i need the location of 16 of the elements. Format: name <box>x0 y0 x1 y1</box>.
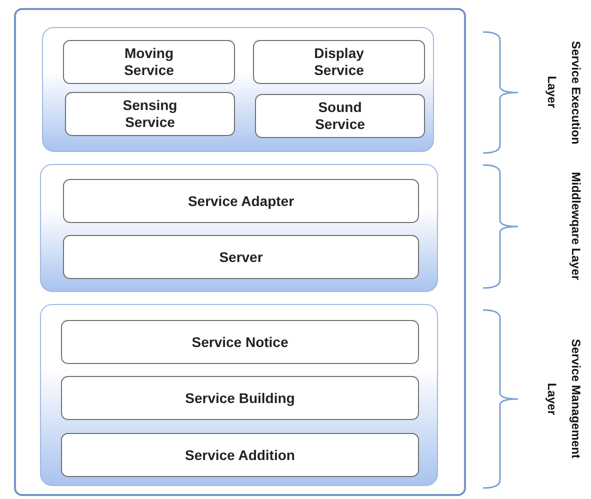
service-box: Sound Service <box>255 94 425 138</box>
service-box: Sensing Service <box>65 92 235 136</box>
layer-label: Service Management Layer <box>544 338 584 461</box>
service-box: Service Building <box>61 376 419 420</box>
service-box: Service Addition <box>61 433 419 477</box>
service-box: Moving Service <box>63 40 235 84</box>
layer-panel <box>40 304 438 486</box>
service-box: Server <box>63 235 419 279</box>
service-box: Display Service <box>253 40 425 84</box>
layer-label: Middlewqare Layer <box>568 171 584 283</box>
layer-panel <box>42 27 434 152</box>
service-box: Service Adapter <box>63 179 419 223</box>
layer-panel <box>40 164 438 292</box>
container-frame <box>14 8 466 496</box>
service-box: Service Notice <box>61 320 419 364</box>
layer-label: Service Execution Layer <box>544 40 584 146</box>
